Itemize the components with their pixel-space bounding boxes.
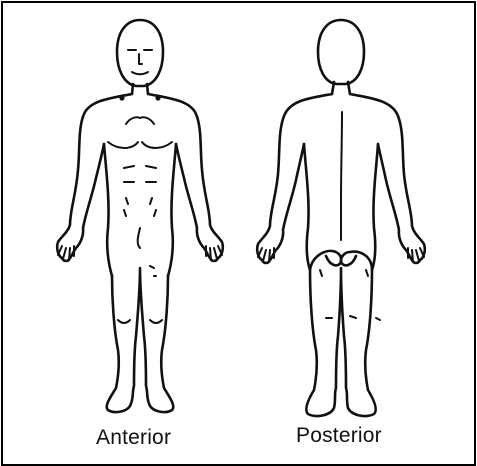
posterior-legs: [306, 268, 375, 416]
posterior-left-arm: [257, 94, 332, 263]
anterior-left-arm: [57, 94, 132, 261]
anterior-label: Anterior: [96, 426, 171, 450]
anterior-legs: [107, 268, 174, 412]
anterior-chest: [108, 117, 172, 148]
anterior-figure: [57, 20, 223, 412]
anterior-abdomen-marks: [124, 166, 156, 276]
posterior-label: Posterior: [296, 424, 382, 448]
anterior-face: [128, 50, 152, 74]
posterior-head: [318, 20, 364, 84]
anterior-torso: [104, 144, 176, 276]
posterior-right-arm: [350, 94, 425, 263]
posterior-figure: [257, 20, 425, 416]
anterior-head: [117, 20, 163, 86]
anterior-shoulder-mark-right: [155, 95, 160, 100]
posterior-spine: [341, 112, 342, 240]
anterior-shoulder-mark-left: [119, 95, 124, 100]
anterior-right-arm: [148, 94, 223, 261]
anterior-knees: [118, 320, 162, 323]
